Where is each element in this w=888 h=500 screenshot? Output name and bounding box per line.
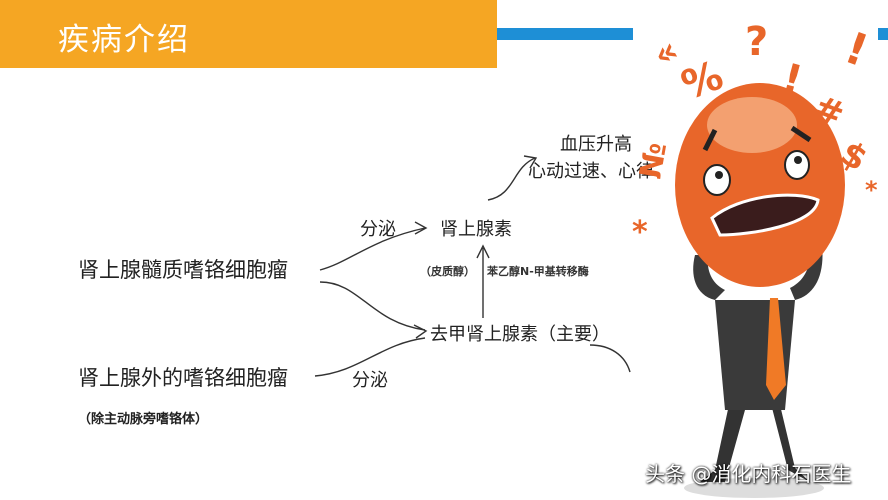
svg-text:?: ? bbox=[745, 19, 768, 65]
header-stripe bbox=[497, 28, 633, 40]
page-title: 疾病介绍 bbox=[58, 22, 190, 58]
arrow-epi-to-effect bbox=[487, 157, 536, 201]
svg-text:*: * bbox=[632, 215, 648, 250]
svg-text:*: * bbox=[865, 176, 878, 204]
svg-text:№: № bbox=[633, 140, 674, 182]
effect-blood-pressure: 血压升高 bbox=[560, 134, 632, 155]
arrow-norepi-onward bbox=[589, 344, 631, 373]
source-note: （除主动脉旁嗜铬体） bbox=[78, 412, 209, 427]
secrete-label-2: 分泌 bbox=[352, 370, 388, 391]
secrete-label-1: 分泌 bbox=[360, 219, 396, 240]
node-norepinephrine: 去甲肾上腺素（主要） bbox=[430, 324, 610, 345]
source-extra-adrenal: 肾上腺外的嗜铬细胞瘤 bbox=[78, 366, 288, 390]
enzyme-label: 苯乙醇N-甲基转移酶 bbox=[487, 265, 589, 278]
arrow-source1-to-secrete bbox=[319, 227, 426, 271]
stressed-man-illustration: « % ? ! ! # $ № * * bbox=[632, 19, 878, 498]
cofactor-label: （皮质醇） bbox=[420, 265, 475, 278]
arrow-source1-to-norepi bbox=[319, 281, 426, 331]
svg-text:!: ! bbox=[838, 22, 874, 77]
node-epinephrine: 肾上腺素 bbox=[440, 219, 512, 240]
header-bar bbox=[0, 0, 497, 68]
watermark: 头条 @消化内科石医生 bbox=[645, 462, 852, 486]
arrow-source2-to-norepi bbox=[314, 337, 426, 377]
header-stripe-right bbox=[878, 28, 888, 40]
source-adrenal-medulla: 肾上腺髓质嗜铬细胞瘤 bbox=[78, 258, 288, 282]
effect-tachycardia: 心动过速、心律 bbox=[528, 161, 654, 182]
